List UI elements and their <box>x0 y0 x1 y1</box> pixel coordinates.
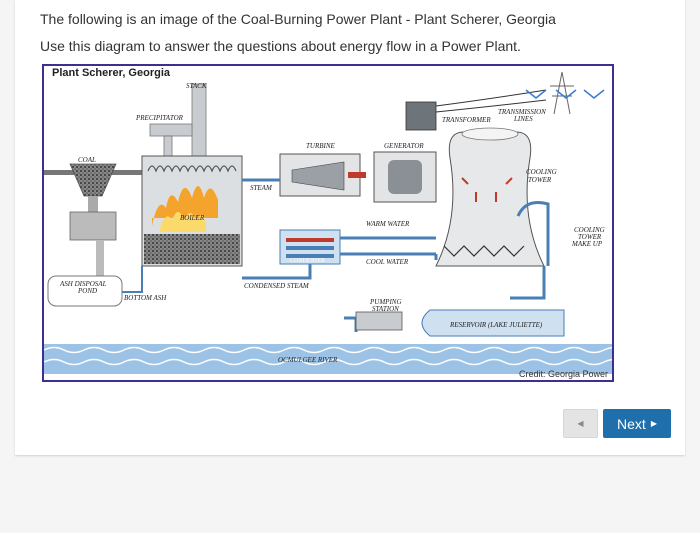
label-makeup-3: MAKE UP <box>571 240 603 248</box>
stack <box>191 83 207 157</box>
label-steam: STEAM <box>250 184 273 192</box>
label-reservoir: RESERVOIR (LAKE JULIETTE) <box>449 321 543 329</box>
label-coal: COAL <box>78 156 96 164</box>
label-ash-2: POND <box>77 287 97 295</box>
label-condensed-steam: CONDENSED STEAM <box>244 282 310 290</box>
question-intro-text: The following is an image of the Coal-Bu… <box>40 11 556 27</box>
pumping-station <box>355 311 403 331</box>
label-pumping-2: STATION <box>372 305 399 313</box>
boiler <box>141 155 243 267</box>
label-condenser: CONDENSER <box>290 258 325 264</box>
label-cool-water: COOL WATER <box>366 258 409 266</box>
precipitator <box>149 123 193 157</box>
label-transformer: TRANSFORMER <box>442 116 491 124</box>
river <box>44 344 612 374</box>
triangle-left-icon: ◀ <box>577 419 584 428</box>
label-turbine: TURBINE <box>306 142 336 150</box>
triangle-right-icon: ▶ <box>650 419 657 428</box>
label-cooling-tower-1: COOLING <box>526 168 557 176</box>
cooling-tower <box>435 127 545 267</box>
transmission-tower <box>525 71 605 115</box>
diagram-credit: Credit: Georgia Power <box>518 369 608 379</box>
next-button-label: Next <box>617 415 646 432</box>
label-ash-1: ASH DISPOSAL <box>59 280 107 288</box>
ash-disposal-pond <box>47 266 143 307</box>
diagram-illustration: STACK PRECIPITATOR COAL BOILER STEAM TUR… <box>44 71 612 374</box>
generator <box>373 151 437 203</box>
label-precipitator: PRECIPITATOR <box>135 114 184 122</box>
label-generator: GENERATOR <box>384 142 424 150</box>
diagram-title: Plant Scherer, Georgia <box>52 67 170 79</box>
turbine <box>279 153 366 197</box>
label-boiler: BOILER <box>180 214 205 222</box>
label-makeup-1: COOLING <box>574 226 605 234</box>
label-cooling-tower-2: TOWER <box>528 176 552 184</box>
condenser <box>279 229 341 265</box>
reservoir <box>421 309 565 337</box>
label-river: OCMULGEE RIVER <box>278 356 338 364</box>
label-transmission-1: TRANSMISSION <box>498 108 546 116</box>
label-warm-water: WARM WATER <box>366 220 410 228</box>
label-stack: STACK <box>186 82 207 90</box>
question-instruction-text: Use this diagram to answer the questions… <box>40 38 521 54</box>
power-plant-diagram: Plant Scherer, Georgia <box>42 64 614 382</box>
label-makeup-2: TOWER <box>578 233 602 241</box>
next-button[interactable]: Next ▶ <box>603 409 671 438</box>
label-bottom-ash: BOTTOM ASH <box>124 294 167 302</box>
previous-button[interactable]: ◀ <box>563 409 598 438</box>
transformer <box>405 89 547 131</box>
label-pumping-1: PUMPING <box>369 298 402 306</box>
label-transmission-2: LINES <box>513 115 533 123</box>
coal-hopper <box>44 163 144 280</box>
